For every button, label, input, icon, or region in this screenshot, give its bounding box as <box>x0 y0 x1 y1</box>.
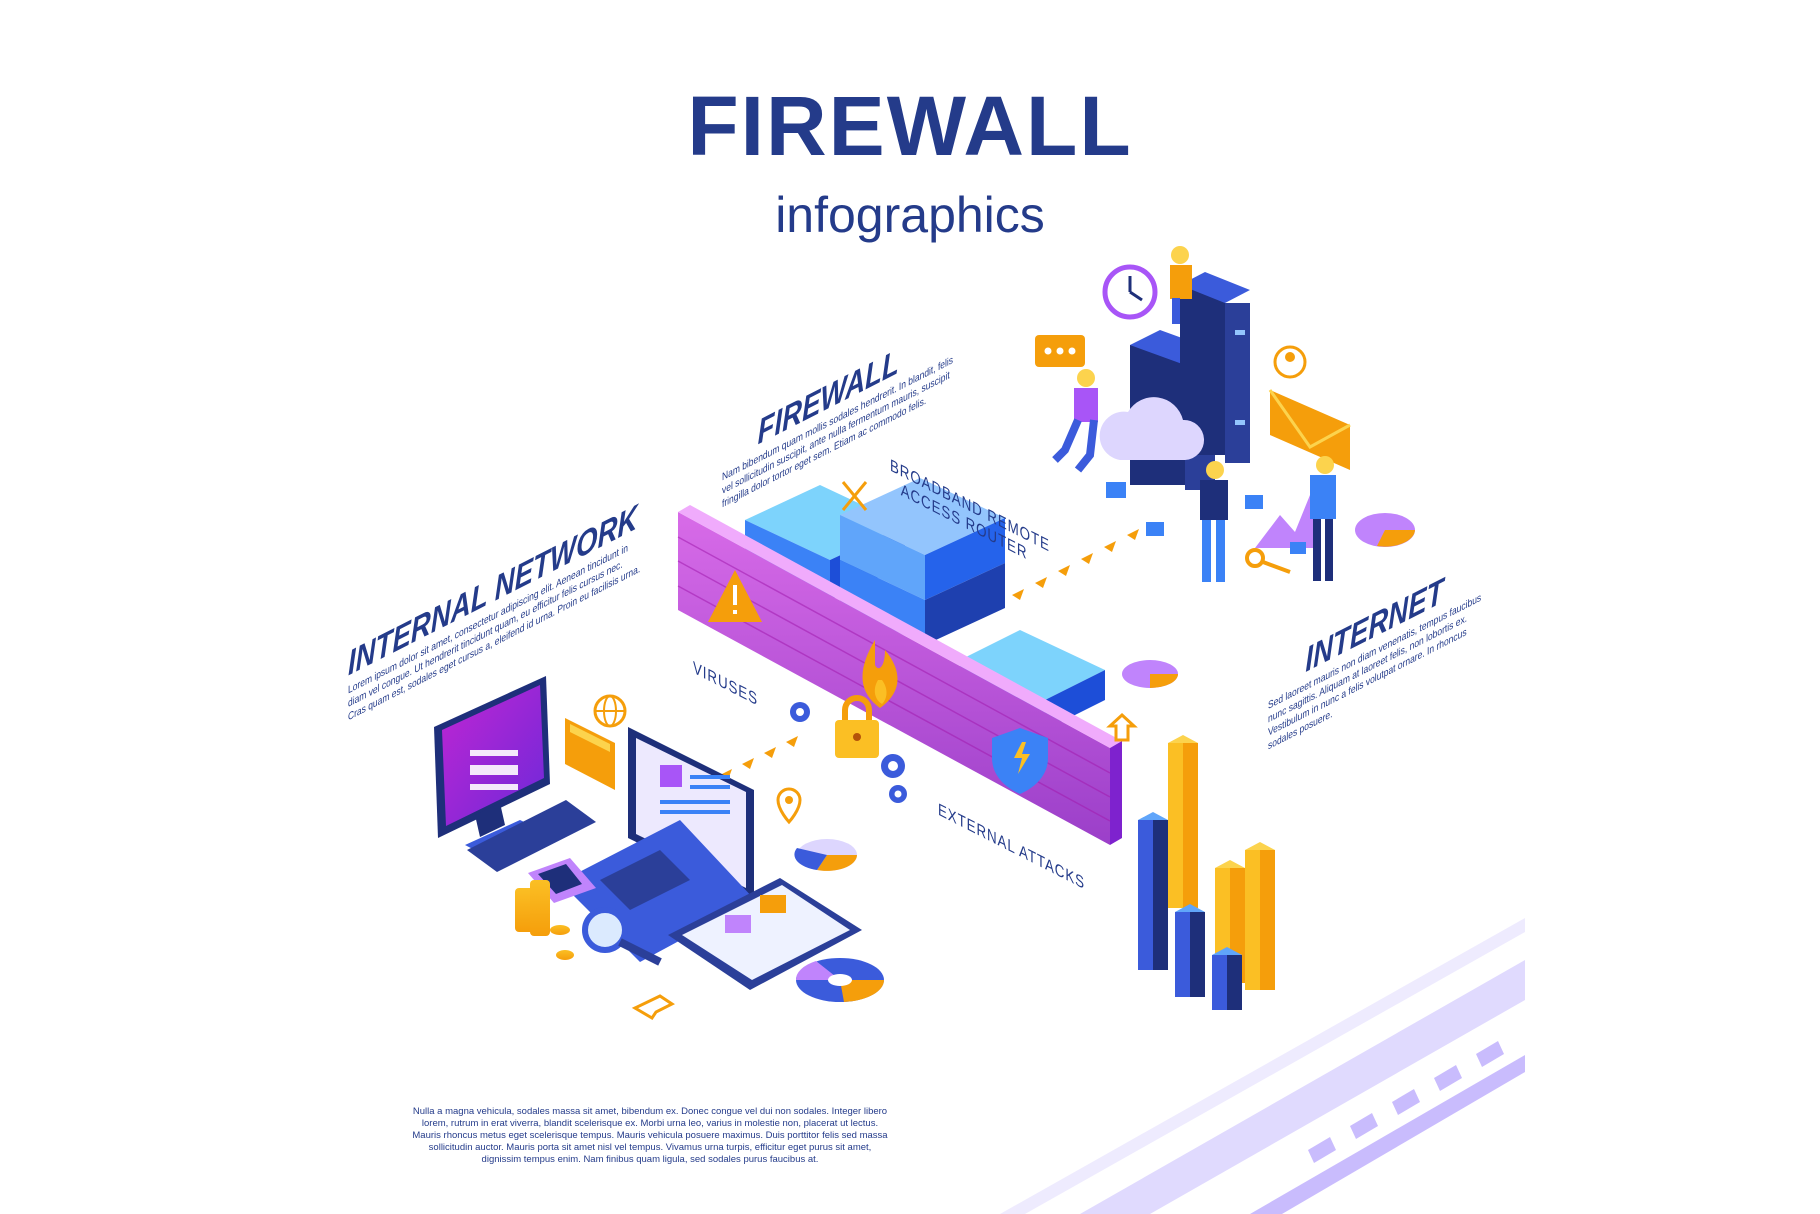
fire-icon <box>862 640 898 708</box>
page-title: FIREWALL <box>687 79 1133 173</box>
arrow-icon <box>631 994 675 1021</box>
footer-paragraph: Nulla a magna vehicula, sodales massa si… <box>412 1106 888 1165</box>
pie-chart-small <box>1355 513 1415 547</box>
home-icon <box>1106 712 1138 742</box>
mountain-chart <box>1255 495 1320 548</box>
desktop-computer <box>434 676 596 872</box>
globe-icon <box>593 694 627 728</box>
pie-chart <box>794 660 1178 1002</box>
padlock-icon <box>835 695 879 758</box>
user-pin-icon <box>1273 345 1307 379</box>
internet-servers <box>1130 272 1250 490</box>
decorative-stripes <box>1000 918 1525 1214</box>
router-servers <box>745 478 1105 730</box>
page-subtitle: infographics <box>775 187 1045 243</box>
bar-chart-graphic <box>1138 735 1275 1010</box>
key-icon <box>1245 548 1291 574</box>
magnifier-icon <box>582 907 662 966</box>
microchip-icons <box>1106 482 1306 554</box>
clock-icon <box>1102 264 1158 320</box>
location-pin-icon <box>776 787 802 825</box>
people <box>1052 246 1336 582</box>
shield-icon <box>992 728 1048 794</box>
envelope-icon <box>1268 389 1351 470</box>
cross-mark-icon <box>841 481 868 511</box>
cloud-icon <box>1099 397 1205 460</box>
gear-icon <box>790 702 907 803</box>
warning-icon <box>708 570 762 622</box>
folder-icon <box>565 718 615 790</box>
data-flow-arrows <box>720 529 1139 780</box>
coin-stacks <box>515 880 574 960</box>
tablet <box>668 878 862 990</box>
chat-bubble-icon <box>1035 335 1085 367</box>
laptop <box>560 727 755 962</box>
